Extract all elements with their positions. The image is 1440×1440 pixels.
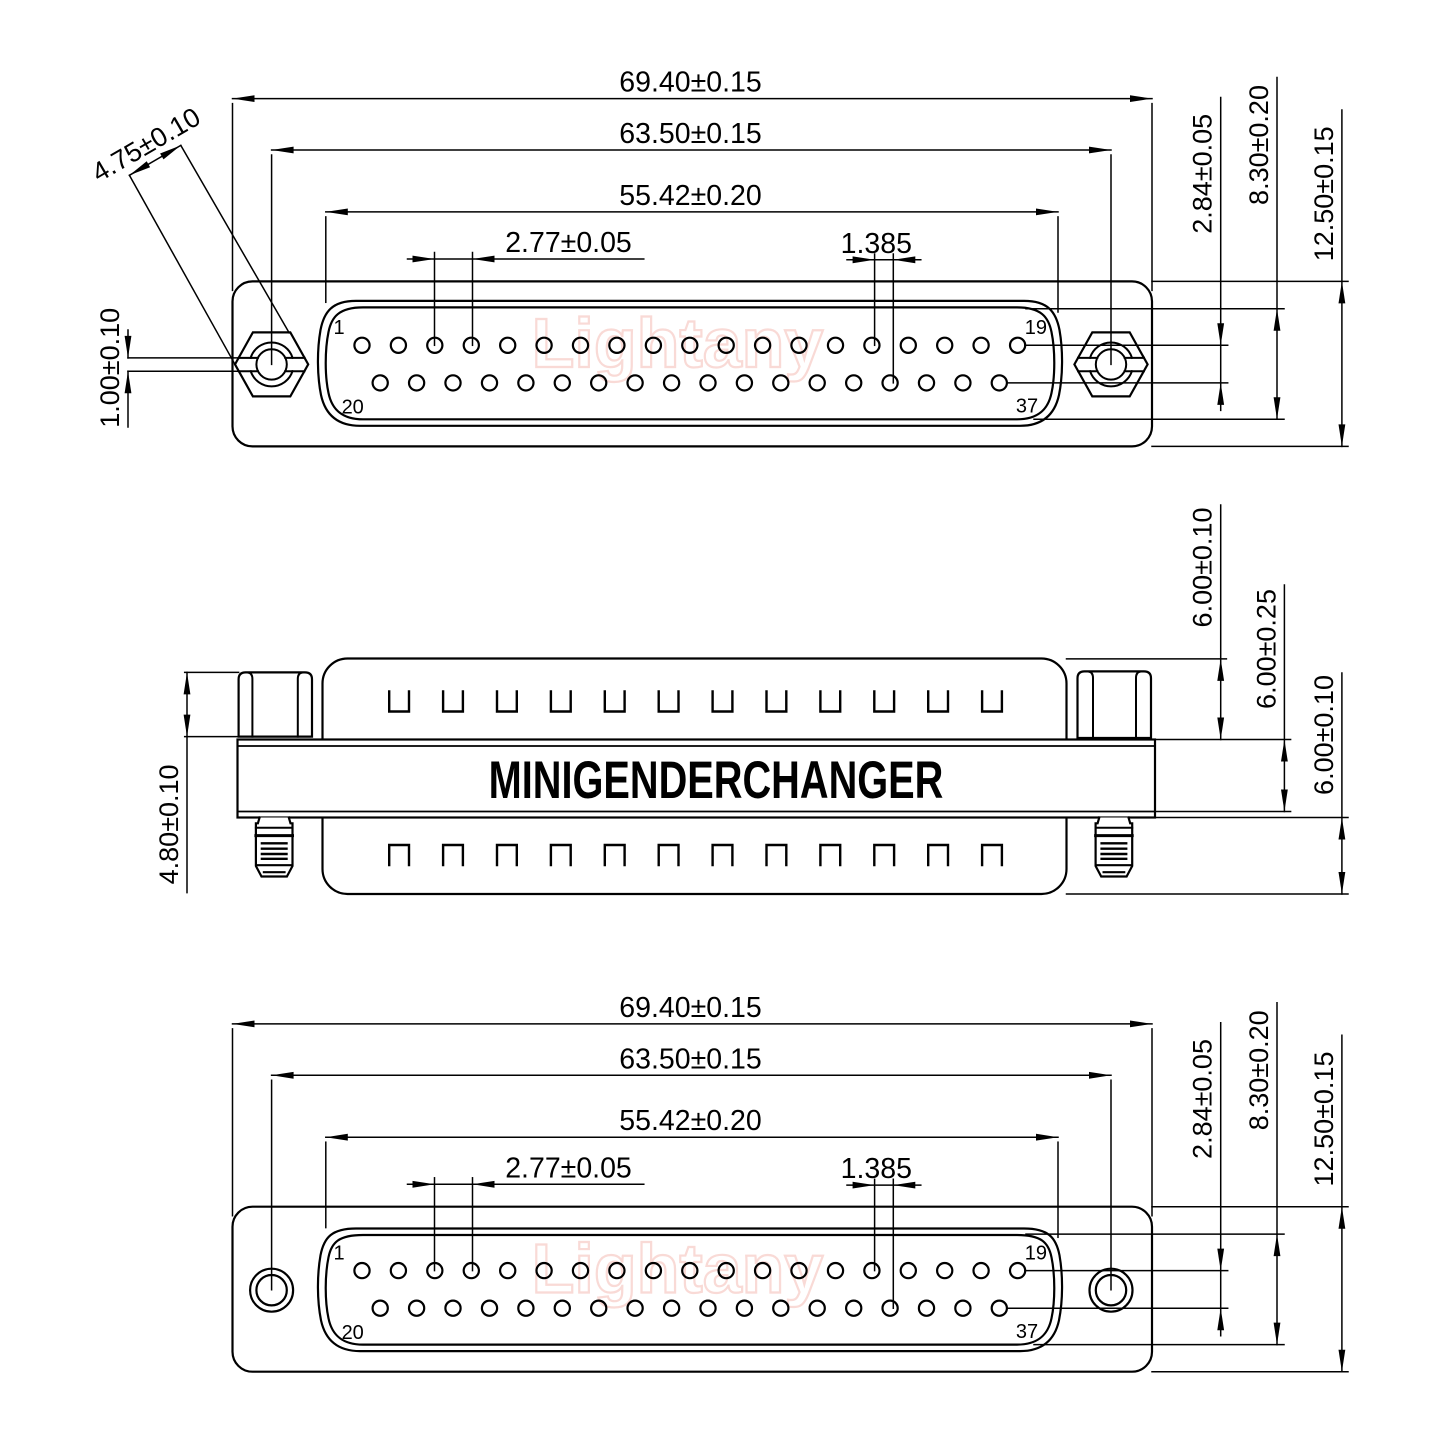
svg-text:37: 37 <box>1016 396 1038 418</box>
svg-text:20: 20 <box>342 397 364 419</box>
svg-text:6.00±0.10: 6.00±0.10 <box>1188 508 1218 628</box>
svg-text:MINIGENDERCHANGER: MINIGENDERCHANGER <box>489 751 944 810</box>
svg-text:19: 19 <box>1025 1242 1047 1264</box>
svg-text:55.42±0.20: 55.42±0.20 <box>619 180 761 212</box>
svg-text:1.00±0.10: 1.00±0.10 <box>95 308 125 428</box>
svg-text:Lightany: Lightany <box>532 1229 824 1307</box>
svg-text:20: 20 <box>342 1322 364 1344</box>
svg-text:1.385: 1.385 <box>841 228 912 260</box>
svg-text:8.30±0.20: 8.30±0.20 <box>1244 85 1274 205</box>
svg-text:4.80±0.10: 4.80±0.10 <box>154 764 184 884</box>
svg-text:19: 19 <box>1025 317 1047 339</box>
svg-text:2.77±0.05: 2.77±0.05 <box>505 1152 632 1184</box>
svg-text:55.42±0.20: 55.42±0.20 <box>619 1105 761 1137</box>
svg-text:Lightany: Lightany <box>532 304 824 382</box>
svg-text:1.385: 1.385 <box>841 1153 912 1185</box>
svg-text:69.40±0.15: 69.40±0.15 <box>619 992 761 1024</box>
svg-text:12.50±0.15: 12.50±0.15 <box>1309 1052 1339 1187</box>
svg-text:37: 37 <box>1016 1321 1038 1343</box>
svg-text:6.00±0.10: 6.00±0.10 <box>1309 675 1339 795</box>
svg-text:1: 1 <box>333 1242 344 1264</box>
svg-text:63.50±0.15: 63.50±0.15 <box>619 118 761 150</box>
svg-text:63.50±0.15: 63.50±0.15 <box>619 1043 761 1075</box>
svg-text:6.00±0.25: 6.00±0.25 <box>1251 589 1281 709</box>
svg-text:2.84±0.05: 2.84±0.05 <box>1188 114 1218 234</box>
svg-text:1: 1 <box>333 317 344 339</box>
svg-text:2.77±0.05: 2.77±0.05 <box>505 227 632 259</box>
svg-text:2.84±0.05: 2.84±0.05 <box>1188 1039 1218 1159</box>
svg-text:69.40±0.15: 69.40±0.15 <box>619 67 761 99</box>
svg-text:12.50±0.15: 12.50±0.15 <box>1309 126 1339 261</box>
svg-text:8.30±0.20: 8.30±0.20 <box>1244 1010 1274 1130</box>
